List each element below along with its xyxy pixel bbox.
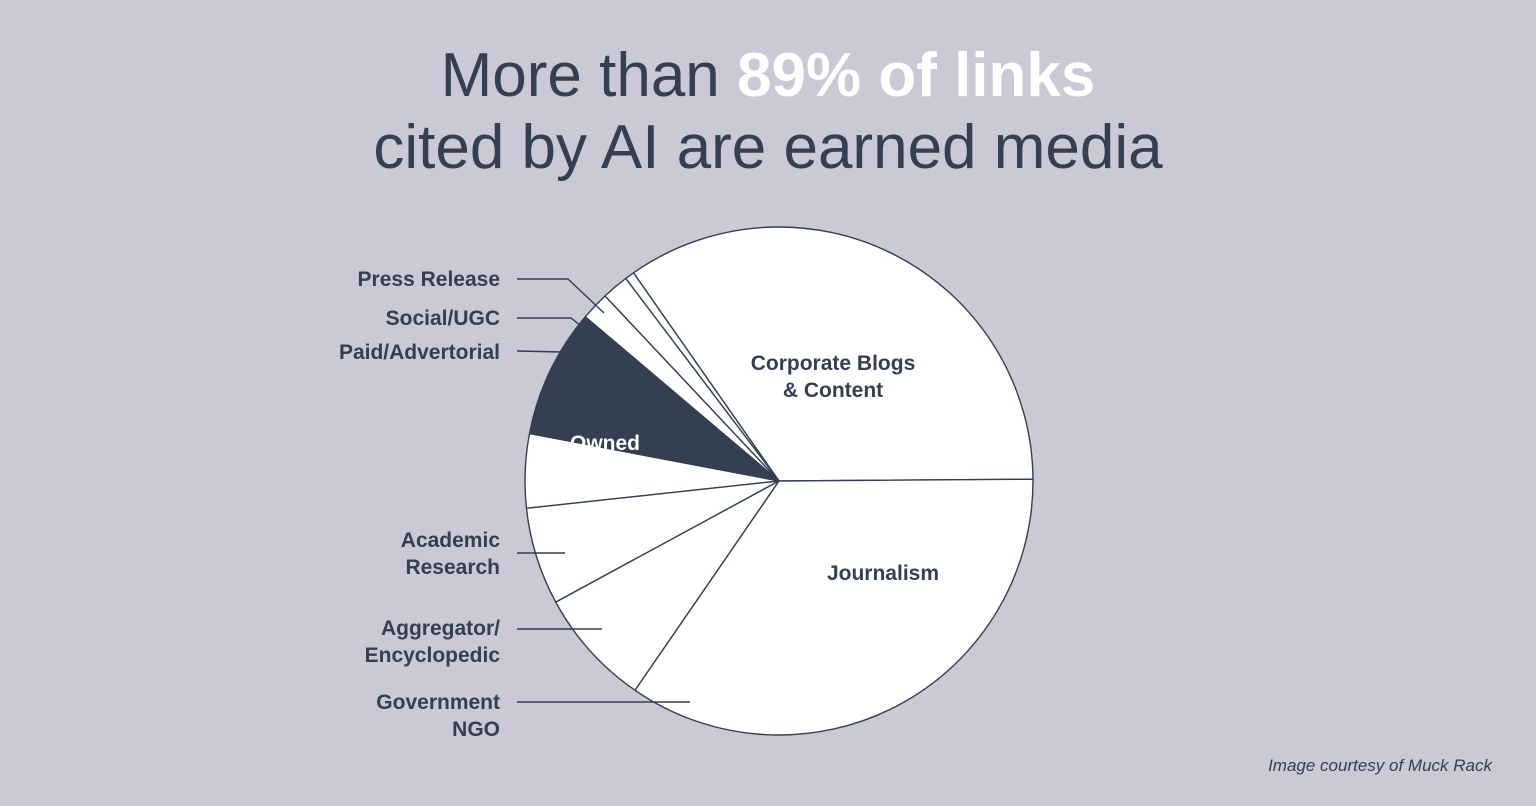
slice-label-paid-advertorial: Paid/Advertorial xyxy=(339,341,500,364)
slice-label-aggregator-encyclopedic: Aggregator/Encyclopedic xyxy=(365,617,501,667)
leader-line-social-ugc xyxy=(517,317,592,335)
leader-line-paid-advertorial xyxy=(516,350,563,353)
pie-slice-corporate-blogs-content xyxy=(632,226,1034,482)
title-highlight: 89% of links xyxy=(737,41,1096,110)
chart-title: More than 89% of links cited by AI are e… xyxy=(0,40,1536,184)
slice-label-corporate-blogs-content: Corporate Blogs& Content xyxy=(751,352,916,402)
pie-slice-journalism xyxy=(634,478,1034,736)
pie-slice-government-ngo xyxy=(555,480,780,691)
slice-label-social-ugc: Social/UGC xyxy=(386,307,500,330)
title-line-1: More than 89% of links xyxy=(0,40,1536,112)
pie-slice-owned-media xyxy=(528,316,780,482)
slice-label-journalism: Journalism xyxy=(827,562,939,585)
title-line-2: cited by AI are earned media xyxy=(373,113,1163,182)
slice-label-press-release: Press Release xyxy=(358,268,500,291)
leader-line-press-release xyxy=(517,278,605,314)
title-prefix: More than xyxy=(440,41,738,110)
image-credit: Image courtesy of Muck Rack xyxy=(1268,756,1492,775)
